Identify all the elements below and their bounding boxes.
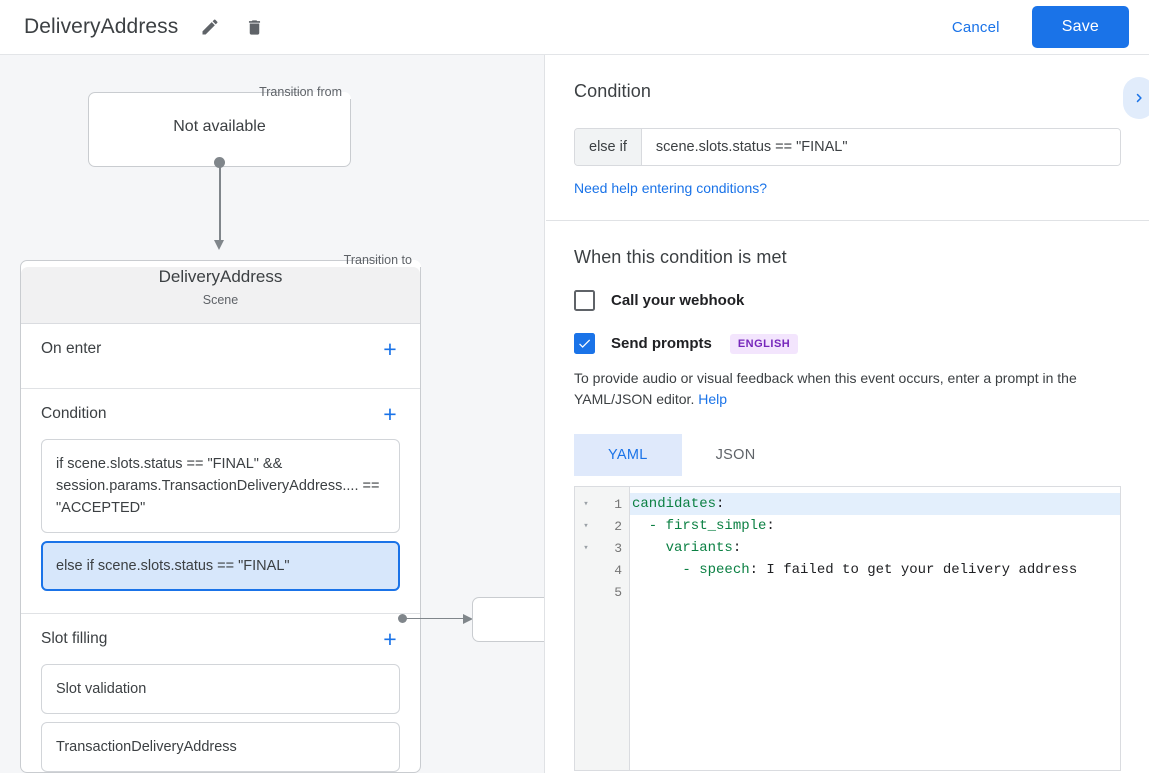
edge-line [406,617,469,619]
editor-line-number: 2 [614,518,622,534]
section-title-on-enter: On enter [41,340,102,357]
transition-from-value: Not available [173,117,266,135]
condition-expression-input[interactable] [641,129,1120,165]
scene-type: Scene [202,293,239,307]
details-panel: Condition else if Need help entering con… [546,55,1149,773]
editor-gutter-row: ▾2 [575,515,629,537]
cancel-button[interactable]: Cancel [938,11,1014,44]
prompts-help-link[interactable]: Help [698,391,728,407]
section-title-slot-filling: Slot filling [41,630,108,647]
prompts-helper-text: To provide audio or visual feedback when… [574,368,1121,410]
call-webhook-checkbox[interactable] [574,290,595,311]
yaml-key: candidates [632,496,717,512]
add-condition-icon[interactable]: + [383,400,397,427]
edge-arrow-icon [463,613,473,624]
section-on-enter: On enter + [21,324,420,389]
tab-yaml[interactable]: YAML [574,434,682,476]
save-button[interactable]: Save [1031,6,1129,48]
editor-code-line[interactable]: variants: [630,537,1120,559]
yaml-punct: : [716,496,725,512]
editor-gutter-row: 5 [575,581,629,603]
condition-heading: Condition [574,81,651,101]
condition-item-selected[interactable]: else if scene.slots.status == "FINAL" [41,541,400,591]
transition-from-card[interactable]: Transition from Not available [88,85,351,167]
edge-dot-icon [398,614,407,623]
call-webhook-label: Call your webhook [611,292,745,309]
editor-gutter-row: ▾3 [575,537,629,559]
tab-json[interactable]: JSON [715,447,756,463]
send-prompts-label: Send prompts [611,335,712,352]
editor-code-area[interactable]: candidates: - first_simple: variants: - … [630,487,1120,770]
section-condition: Condition + if scene.slots.status == "FI… [21,389,420,614]
condition-editor-row: else if [574,128,1121,166]
slot-validation-item[interactable]: Slot validation [41,664,400,714]
scene-name: DeliveryAddress [158,267,283,286]
editor-line-number: 3 [614,540,622,556]
send-prompts-checkbox[interactable] [574,333,595,354]
page-title: DeliveryAddress [24,15,179,38]
section-title-condition: Condition [41,405,107,422]
edit-pencil-icon[interactable] [196,13,224,41]
yaml-punct: : I failed to get your delivery address [749,562,1078,578]
section-header-on-enter: On enter + [21,324,420,374]
when-met-heading: When this condition is met [574,247,787,267]
editor-line-number: 5 [614,584,622,600]
fold-caret-icon[interactable]: ▾ [583,521,589,531]
section-header-condition: Condition + [21,389,420,439]
connector-line [219,162,221,244]
add-slot-filling-icon[interactable]: + [383,625,397,652]
condition-block: Condition else if Need help entering con… [546,55,1149,221]
editor-gutter-row: 4 [575,559,629,581]
webhook-row[interactable]: Call your webhook [574,290,1121,311]
fold-caret-icon[interactable]: ▾ [583,499,589,509]
scene-header[interactable]: DeliveryAddress Scene [21,261,420,324]
transition-from-legend: Transition from [259,85,342,99]
top-app-bar: DeliveryAddress Cancel Save [0,0,1149,55]
yaml-key: - speech [632,562,750,578]
yaml-key: - first_simple [632,518,767,534]
language-badge: ENGLISH [729,333,799,354]
editor-format-tabs: YAML JSON [574,434,1121,476]
fold-caret-icon[interactable]: ▾ [583,543,589,553]
target-node-card[interactable] [472,597,544,642]
editor-code-line[interactable]: candidates: [630,493,1120,515]
editor-line-number: 1 [614,496,622,512]
editor-code-line[interactable]: - first_simple: [630,515,1120,537]
flow-canvas: Transition from Not available Transition… [0,55,545,773]
section-header-slot-filling: Slot filling + [21,614,420,664]
send-prompts-row[interactable]: Send prompts ENGLISH [574,333,1121,354]
transition-to-card: Transition to DeliveryAddress Scene On e… [20,253,421,773]
connector-arrow-icon [214,240,224,250]
yaml-punct: : [766,518,775,534]
condition-prefix-label: else if [575,129,642,165]
condition-item[interactable]: if scene.slots.status == "FINAL" && sess… [41,439,400,533]
yaml-key: variants [632,540,733,556]
editor-code-line[interactable]: - speech: I failed to get your delivery … [630,559,1120,581]
editor-gutter-row: ▾1 [575,493,629,515]
slot-item-transaction-delivery-address[interactable]: TransactionDeliveryAddress [41,722,400,772]
add-on-enter-icon[interactable]: + [383,335,397,362]
chevron-right-icon[interactable] [1123,77,1149,119]
editor-code-line[interactable] [630,581,1120,603]
yaml-punct: : [732,540,742,556]
delete-trash-icon[interactable] [240,13,268,41]
transition-to-legend: Transition to [343,253,412,267]
editor-line-number: 4 [614,562,622,578]
condition-help-link[interactable]: Need help entering conditions? [574,180,768,196]
prompts-helper-sentence: To provide audio or visual feedback when… [574,370,1077,407]
when-condition-met-block: When this condition is met Call your web… [546,221,1149,773]
section-slot-filling: Slot filling + Slot validation Transacti… [21,614,420,772]
